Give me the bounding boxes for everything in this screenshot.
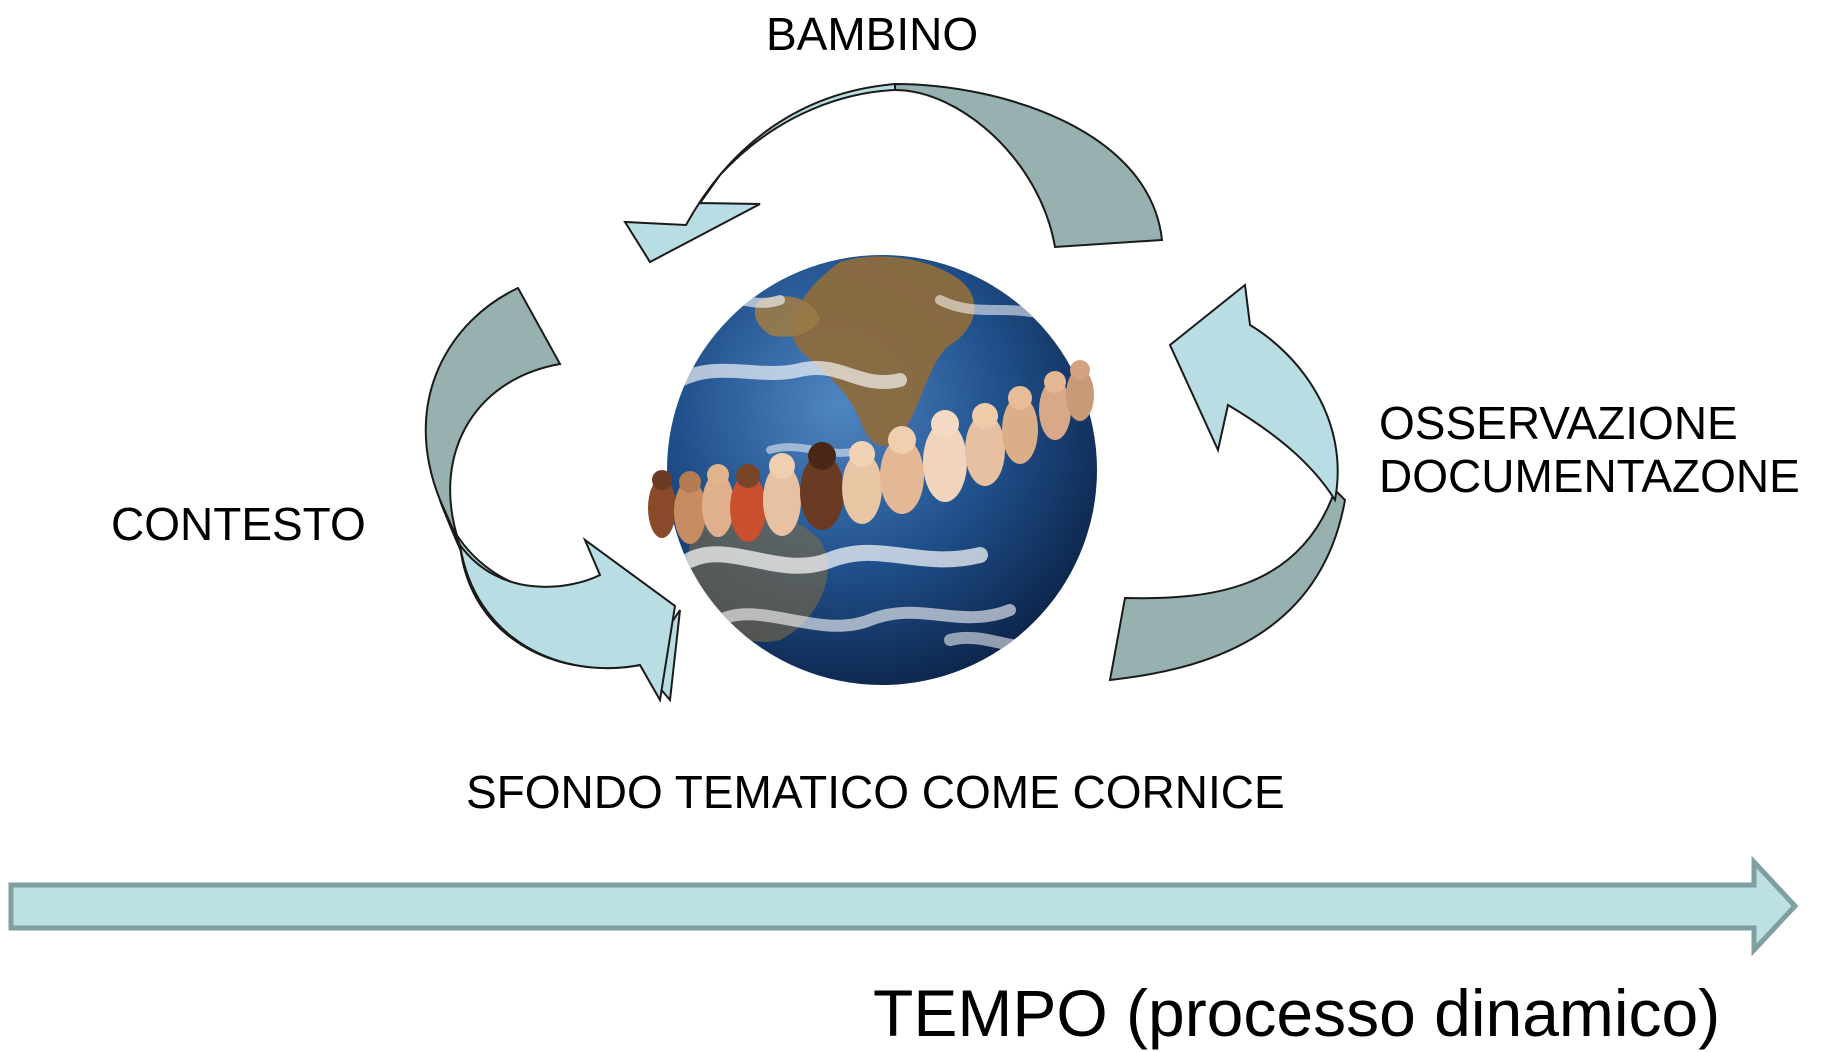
label-osservazione: OSSERVAZIONE (1379, 397, 1738, 449)
cycle-arrow-top (623, 82, 1164, 264)
label-contesto: CONTESTO (111, 498, 366, 550)
label-documentazone: DOCUMENTAZONE (1379, 449, 1800, 502)
time-arrow (8, 855, 1799, 957)
earth-globe-image (648, 255, 1097, 685)
label-bambino: BAMBINO (766, 8, 979, 60)
label-osservazione-documentazione: OSSERVAZIONE DOCUMENTAZONE (1379, 397, 1800, 503)
label-sfondo-tematico: SFONDO TEMATICO COME CORNICE (466, 766, 1285, 818)
cycle-arrow-right (1108, 283, 1347, 682)
babies-row (648, 360, 1094, 544)
label-tempo: TEMPO (processo dinamico) (873, 976, 1721, 1050)
cycle-arrow-left (424, 286, 681, 703)
